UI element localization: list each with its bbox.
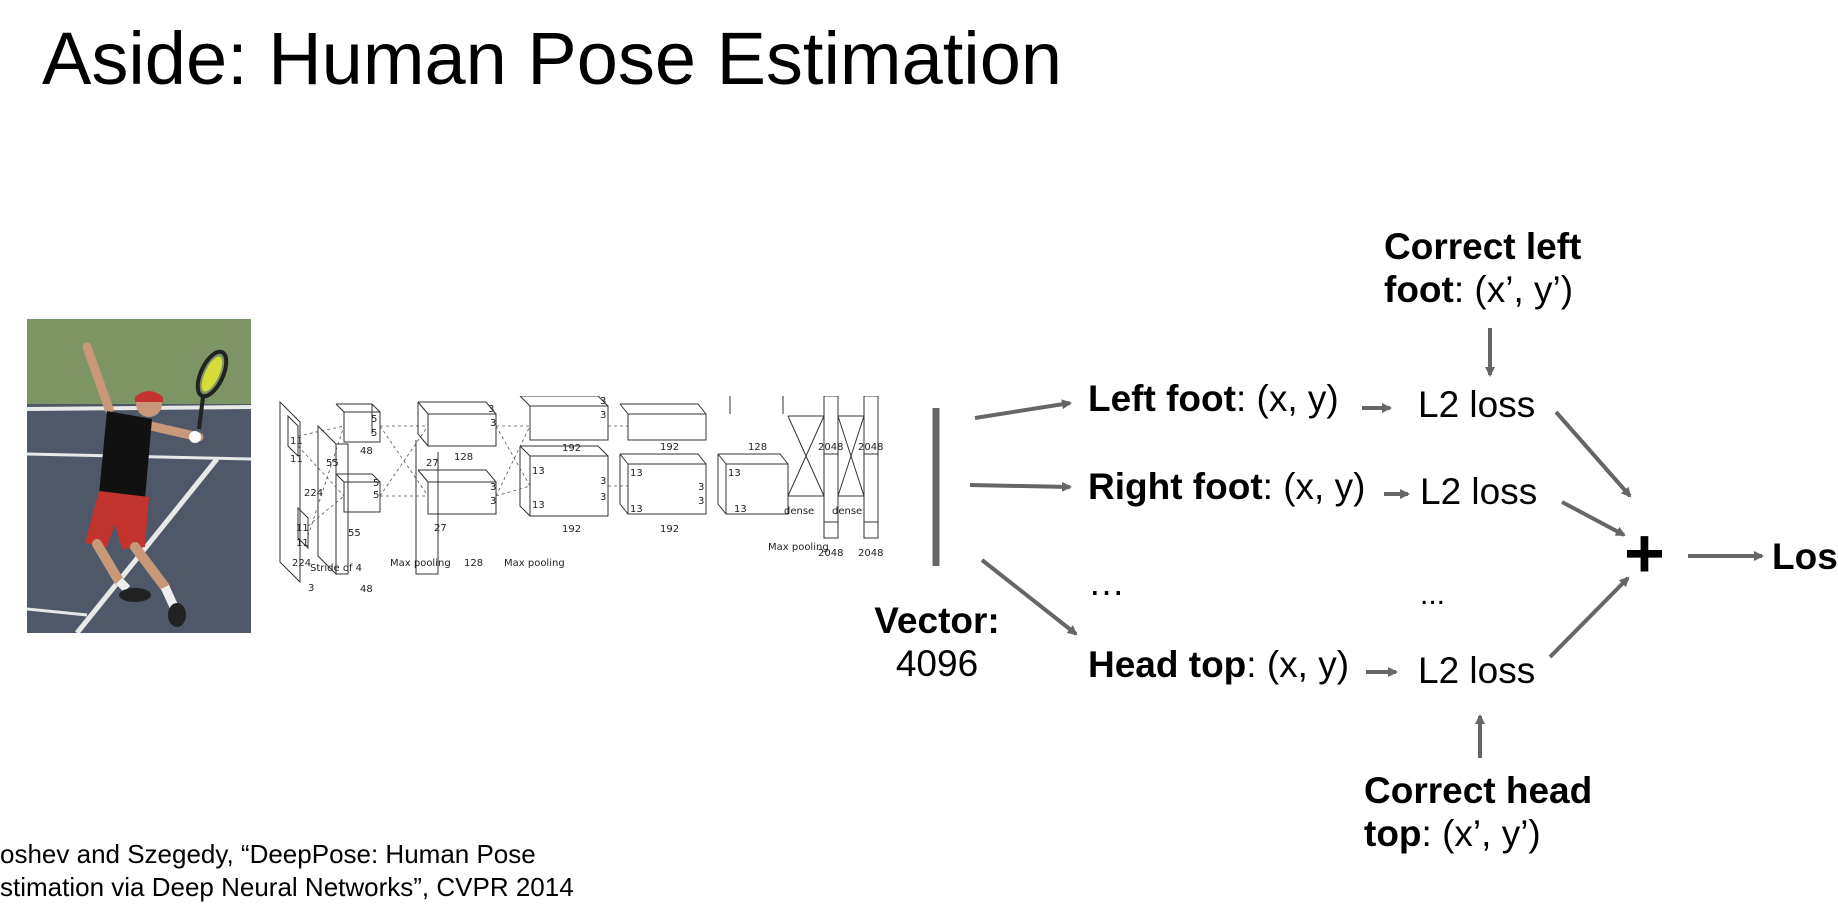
total-loss-label: Loss [1772,536,1838,579]
cnn-label: 11 [290,436,303,447]
cnn-label: 13 [532,500,545,511]
cnn-label: 5 [373,490,379,501]
cnn-label: dense [832,506,862,517]
cnn-label: 11 [296,523,309,534]
output-right-foot: Right foot: (x, y) [1088,466,1365,509]
correct-left-foot-name: Correct left foot [1384,226,1582,310]
output-coords: : (x, y) [1262,466,1366,507]
arrow-loss3-to-sum [1548,576,1630,659]
loss-ellipsis: ... [1420,578,1446,611]
cnn-label: 3 [698,496,704,507]
cnn-label: Max pooling [768,542,829,553]
cnn-label: 3 [600,476,606,487]
output-name: Left foot [1088,378,1236,419]
l2-loss-left-foot: L2 loss [1418,384,1536,425]
cnn-label: 3 [600,492,606,503]
cnn-label: Stride of 4 [310,563,362,574]
cnn-label: 5 [371,414,377,425]
correct-left-foot-coords: : (x’, y’) [1453,268,1574,310]
vector-label-block: Vector: 4096 [872,600,1002,685]
cnn-label: 3 [308,583,314,594]
vector-size: 4096 [895,642,979,684]
output-name: Head top [1088,644,1247,685]
cnn-label: 2048 [818,442,843,453]
output-left-foot: Left foot: (x, y) [1088,378,1339,421]
output-coords: : (x, y) [1235,378,1339,419]
cnn-label: 224 [304,488,323,499]
cnn-label: 192 [562,524,581,535]
output-ellipsis: … [1088,562,1125,603]
cnn-label: 224 [292,558,311,569]
citation: oshev and Szegedy, “DeepPose: Human Pose… [0,838,620,903]
slide-title: Aside: Human Pose Estimation [42,17,1063,100]
tennis-player-illustration [27,319,251,633]
cnn-architecture-diagram: 224 224 3 11 11 11 11 Stride of 4 55 55 … [278,395,883,596]
correct-head-top-name: Correct head top [1364,770,1593,854]
arrow-loss1-to-sum [1554,410,1632,498]
cnn-label: 27 [434,523,447,534]
cnn-label: Max pooling [390,558,451,569]
cnn-label: 128 [748,442,767,453]
cnn-label: 192 [660,442,679,453]
cnn-label: 27 [426,458,439,469]
cnn-label: 192 [660,524,679,535]
cnn-label: 11 [296,538,309,549]
vector-label: Vector: [874,600,1000,641]
cnn-label: 128 [454,452,473,463]
cnn-label: 2048 [818,548,843,559]
total-loss-text: Loss [1772,536,1838,577]
cnn-label: 192 [562,443,581,454]
cnn-label: 2048 [858,442,883,453]
cnn-label: 13 [728,468,741,479]
cnn-label: 3 [488,404,494,415]
cnn-label: 13 [532,466,545,477]
output-head-top: Head top: (x, y) [1088,644,1349,687]
citation-line-2: stimation via Deep Neural Networks”, CVP… [0,871,574,902]
cnn-label: 3 [490,496,496,507]
cnn-label: 13 [630,504,643,515]
arrow-to-right-foot [969,481,1072,492]
output-name: Right foot [1088,466,1263,507]
cnn-label: 48 [360,446,373,457]
correct-head-top-coords: : (x’, y’) [1421,812,1541,854]
cnn-label: 13 [734,504,747,515]
cnn-label: 13 [630,468,643,479]
cnn-label: 3 [600,396,606,407]
cnn-label: 5 [371,428,377,439]
cnn-label: 3 [698,482,704,493]
cnn-label: 128 [464,558,483,569]
correct-head-top-label: Correct head top: (x’, y’) [1364,770,1614,855]
arrow-to-left-foot [974,399,1072,420]
cnn-label: 2048 [858,548,883,559]
cnn-layers-svg: 224 224 3 11 11 11 11 Stride of 4 55 55 … [279,395,883,595]
l2-loss-head-top: L2 loss [1418,650,1536,691]
cnn-label: dense [784,506,814,517]
tennis-player-photo [27,319,251,633]
arrow-loss2-to-sum [1561,500,1626,537]
cnn-label: 55 [326,458,339,469]
cnn-label: 11 [290,454,303,465]
sum-plus-icon: + [1624,514,1665,592]
l2-loss-right-foot: L2 loss [1420,471,1538,512]
cnn-label: 3 [490,482,496,493]
correct-left-foot-label: Correct left foot: (x’, y’) [1384,226,1614,311]
cnn-label: Max pooling [504,558,565,569]
cnn-label: 3 [600,410,606,421]
cnn-label: 55 [348,528,361,539]
cnn-label: 5 [373,478,379,489]
cnn-label: 48 [360,584,373,595]
cnn-label: 3 [490,418,496,429]
citation-line-1: oshev and Szegedy, “DeepPose: Human Pose [0,839,536,869]
output-coords: : (x, y) [1246,644,1350,685]
